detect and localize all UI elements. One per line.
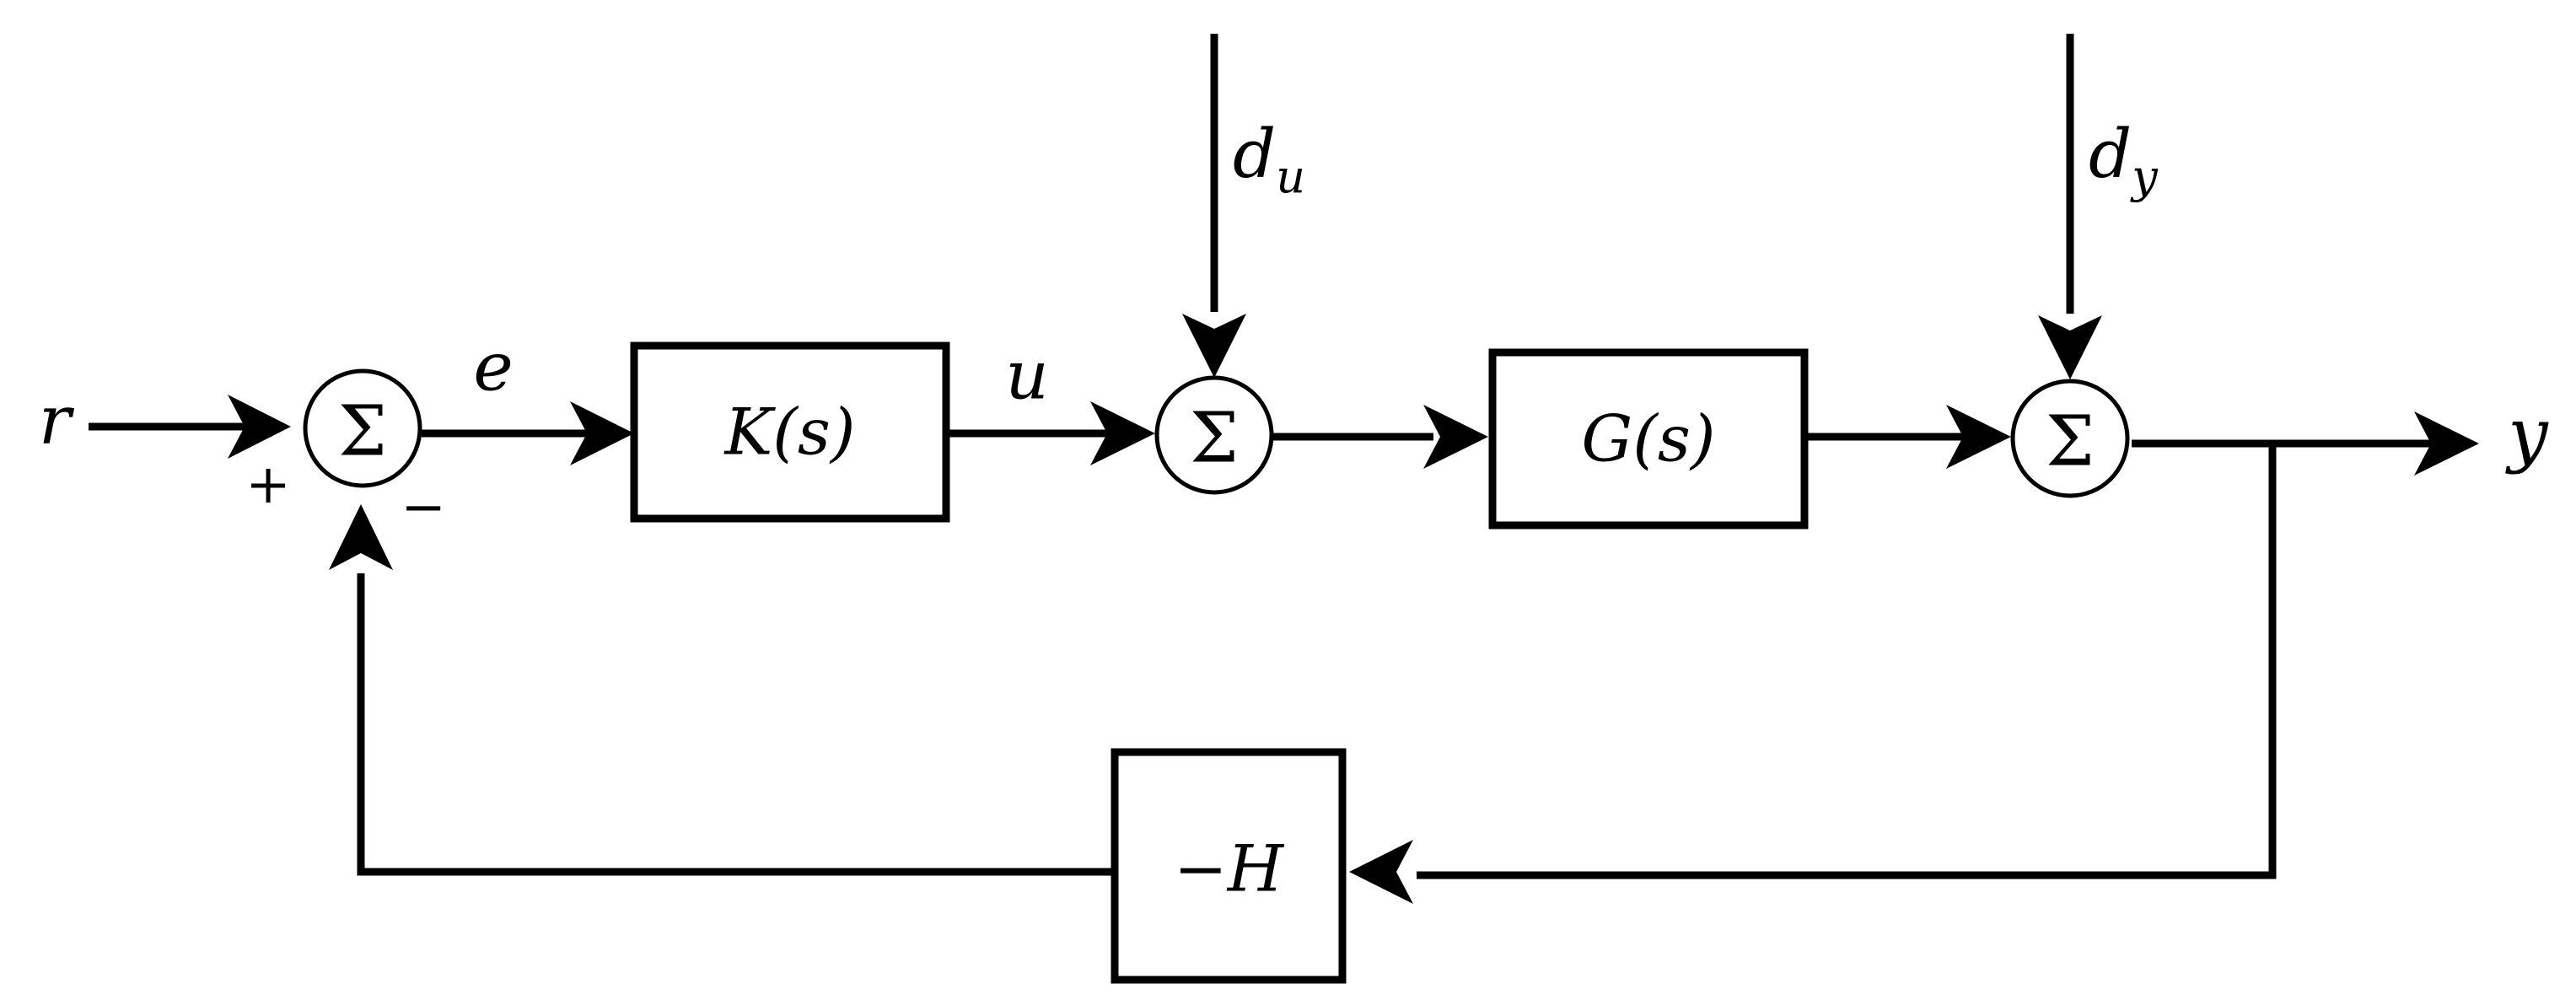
output-disturbance-label: dy <box>2089 115 2159 203</box>
plus-sign: + <box>245 454 291 516</box>
error-label: e <box>473 328 513 406</box>
feedback-block: −H <box>1111 748 1347 984</box>
sigma-symbol: Σ <box>1190 399 1239 479</box>
sigma-symbol: Σ <box>2046 402 2095 482</box>
wire-feedback-return <box>357 573 1115 876</box>
summing-junction-output-disturbance: Σ <box>2010 379 2130 498</box>
reference-label: r <box>39 381 75 460</box>
arrowhead-error <box>570 401 634 465</box>
arrowhead-feedback-block <box>1349 840 1413 904</box>
summing-junction-error: Σ <box>303 368 422 488</box>
arrowhead-reference <box>228 395 291 459</box>
summing-junction-input-disturbance: Σ <box>1154 375 1274 495</box>
output-label: y <box>2504 393 2549 476</box>
plant-label: G(s) <box>1581 401 1715 476</box>
sigma-symbol: Σ <box>338 392 387 472</box>
arrowhead-input-disturbance <box>1182 314 1246 378</box>
plant-block: G(s) <box>1488 348 1809 530</box>
controller-label: K(s) <box>723 395 855 470</box>
arrowhead-control <box>1090 401 1155 465</box>
minus-sign: − <box>401 476 446 539</box>
arrowhead-feedback-sum <box>329 504 393 570</box>
arrowhead-output <box>2414 411 2479 476</box>
controller-block: K(s) <box>630 341 950 523</box>
control-label: u <box>1005 336 1049 415</box>
arrowhead-output-disturbance <box>2038 315 2102 379</box>
arrowhead-to-plant <box>1423 405 1488 469</box>
feedback-label: −H <box>1174 831 1285 906</box>
arrowhead-plant-output <box>1946 405 2011 469</box>
wire-feedback-path <box>1417 444 2277 879</box>
input-disturbance-label: du <box>1233 115 1305 203</box>
